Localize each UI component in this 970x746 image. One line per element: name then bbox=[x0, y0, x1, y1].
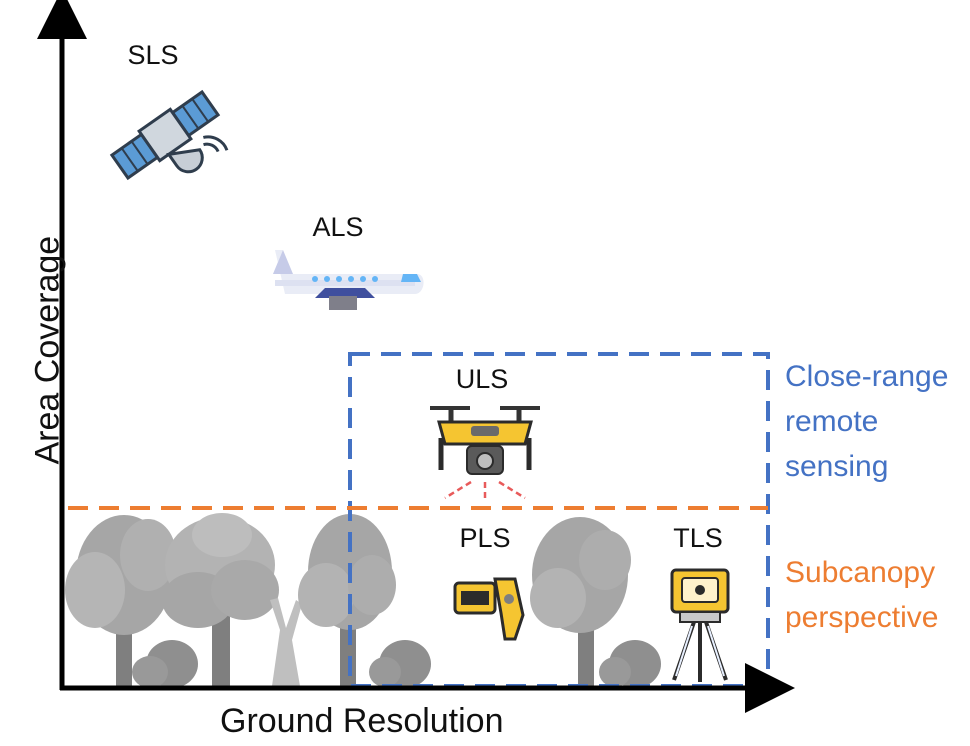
handheld-scanner-icon bbox=[453, 577, 525, 641]
subcanopy-note: Subcanopy perspective bbox=[785, 550, 938, 640]
close-range-line-1: Close-range bbox=[785, 360, 949, 393]
airplane-icon bbox=[273, 250, 424, 310]
close-range-line-2: remote bbox=[785, 405, 879, 438]
uls-label: ULS bbox=[455, 364, 509, 394]
tls-label: TLS bbox=[673, 523, 723, 553]
x-axis-label: Ground Resolution bbox=[220, 702, 504, 740]
dead-tree-icon bbox=[270, 598, 302, 686]
subcanopy-line-2: perspective bbox=[785, 601, 939, 634]
y-axis-label: Area Coverage bbox=[28, 235, 67, 465]
drone-icon bbox=[430, 406, 540, 500]
bush-icon bbox=[599, 640, 661, 688]
pls-label: PLS bbox=[459, 523, 511, 553]
tree-icon bbox=[530, 517, 631, 686]
close-range-note: Close-range remote sensing bbox=[785, 354, 948, 489]
bush-icon bbox=[132, 640, 198, 688]
forest-scene bbox=[65, 513, 661, 688]
als-label: ALS bbox=[312, 212, 364, 242]
subcanopy-line-1: Subcanopy bbox=[785, 556, 936, 589]
close-range-region-box bbox=[348, 352, 770, 688]
satellite-icon bbox=[109, 89, 229, 181]
close-range-line-3: sensing bbox=[785, 450, 889, 483]
sls-label: SLS bbox=[127, 40, 179, 70]
tree-icon bbox=[65, 515, 176, 686]
tripod-scanner-icon bbox=[670, 568, 730, 682]
bush-icon bbox=[369, 640, 431, 688]
tree-icon bbox=[162, 513, 279, 686]
